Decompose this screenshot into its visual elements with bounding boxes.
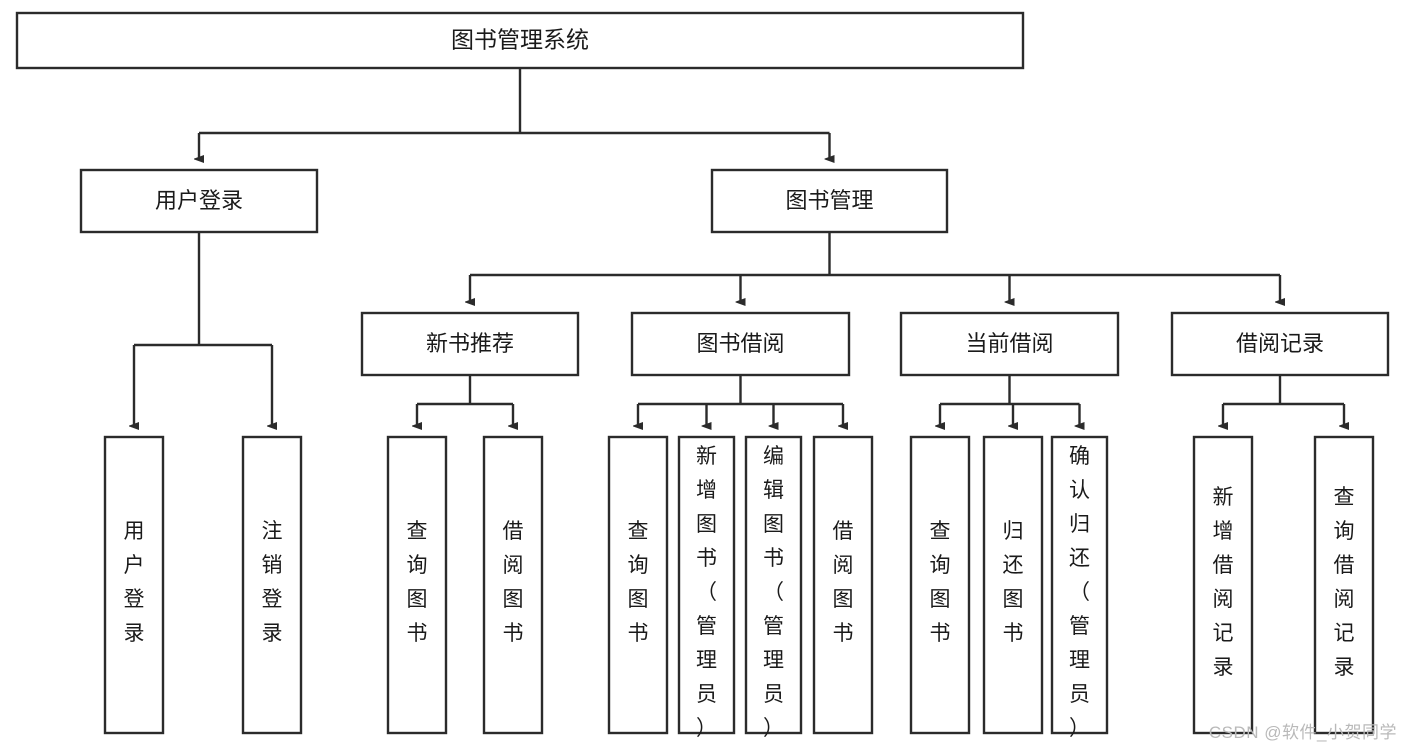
node-label: 用户登录 — [155, 188, 243, 213]
node-leaf-add-record[interactable]: 新增借阅记录 — [1192, 435, 1254, 735]
node-leaf-borrow-book-2[interactable]: 借阅图书 — [812, 435, 874, 735]
node-label: 用户登录 — [124, 520, 145, 645]
node-leaf-query-book-1[interactable]: 查询图书 — [386, 435, 448, 735]
edges-layer — [134, 68, 1344, 426]
node-leaf-borrow-book-1[interactable]: 借阅图书 — [482, 435, 544, 735]
node-borrow-record[interactable]: 借阅记录 — [1170, 311, 1390, 377]
node-leaf-query-record[interactable]: 查询借阅记录 — [1313, 435, 1375, 735]
watermark-text: CSDN @软件_小贺同学 — [1208, 723, 1397, 742]
node-new-book-recommend[interactable]: 新书推荐 — [360, 311, 580, 377]
node-label: 新书推荐 — [426, 331, 514, 356]
node-label: 当前借阅 — [965, 331, 1053, 356]
node-label: 图书借阅 — [696, 331, 784, 356]
node-label: 编辑图书（管理员） — [763, 445, 784, 740]
node-label: 图书管理系统 — [451, 27, 589, 53]
node-leaf-query-book-2[interactable]: 查询图书 — [607, 435, 669, 735]
node-label: 借阅图书 — [833, 520, 854, 645]
node-label: 确认归还（管理员） — [1069, 445, 1090, 740]
node-label: 新增图书（管理员） — [696, 445, 717, 740]
node-book-manage[interactable]: 图书管理 — [710, 168, 949, 234]
node-label: 新增借阅记录 — [1213, 486, 1234, 679]
nodes-layer: 图书管理系统用户登录图书管理新书推荐图书借阅当前借阅借阅记录用户登录注销登录查询… — [15, 11, 1390, 740]
node-leaf-confirm-return[interactable]: 确认归还（管理员） — [1050, 435, 1109, 740]
node-label: 查询图书 — [407, 520, 428, 645]
node-book-borrow[interactable]: 图书借阅 — [630, 311, 851, 377]
node-leaf-query-book-3[interactable]: 查询图书 — [909, 435, 971, 735]
node-label: 借阅图书 — [503, 520, 524, 645]
node-label: 查询图书 — [930, 520, 951, 645]
node-label: 借阅记录 — [1236, 331, 1324, 356]
node-leaf-edit-book[interactable]: 编辑图书（管理员） — [744, 435, 803, 740]
node-leaf-user-login[interactable]: 用户登录 — [103, 435, 165, 735]
node-leaf-logout[interactable]: 注销登录 — [241, 435, 303, 735]
node-current-borrow[interactable]: 当前借阅 — [899, 311, 1120, 377]
node-root[interactable]: 图书管理系统 — [15, 11, 1025, 70]
node-label: 图书管理 — [785, 188, 873, 213]
node-label: 注销登录 — [262, 520, 283, 645]
node-label: 查询图书 — [628, 520, 649, 645]
node-label: 查询借阅记录 — [1334, 486, 1355, 679]
node-leaf-add-book[interactable]: 新增图书（管理员） — [677, 435, 736, 740]
node-leaf-return-book[interactable]: 归还图书 — [982, 435, 1044, 735]
node-label: 归还图书 — [1003, 520, 1024, 645]
node-user-login[interactable]: 用户登录 — [79, 168, 319, 234]
